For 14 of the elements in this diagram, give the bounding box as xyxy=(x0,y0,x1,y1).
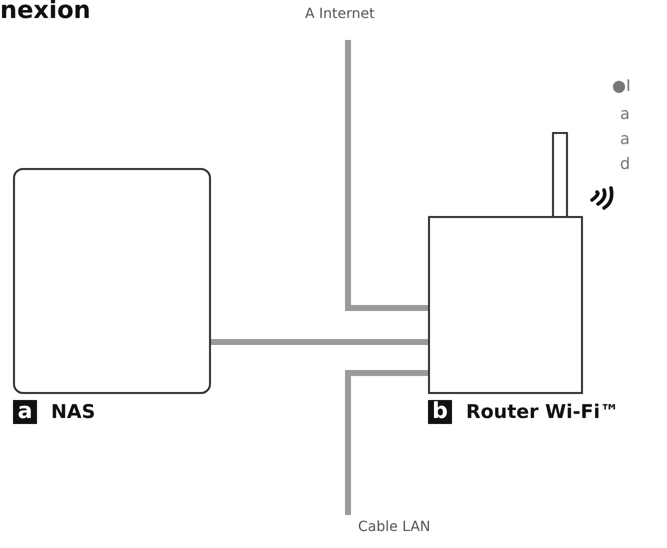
internet-label: A Internet xyxy=(305,6,397,28)
cropped-text: ●I xyxy=(612,76,631,95)
title: nexion xyxy=(0,0,91,24)
cable-label: Cable LAN xyxy=(346,515,442,548)
cropped-text: a xyxy=(620,104,630,123)
cable-line xyxy=(345,40,428,311)
cable-line xyxy=(345,370,428,515)
letter-badge: a xyxy=(13,400,37,424)
device-caption: Router Wi-Fi™ xyxy=(466,401,620,423)
cable-line xyxy=(211,339,428,345)
device-caption: NAS xyxy=(51,401,96,423)
cropped-text: a xyxy=(620,129,630,148)
cropped-text: d xyxy=(620,154,630,173)
letter-badge: b xyxy=(428,400,452,424)
